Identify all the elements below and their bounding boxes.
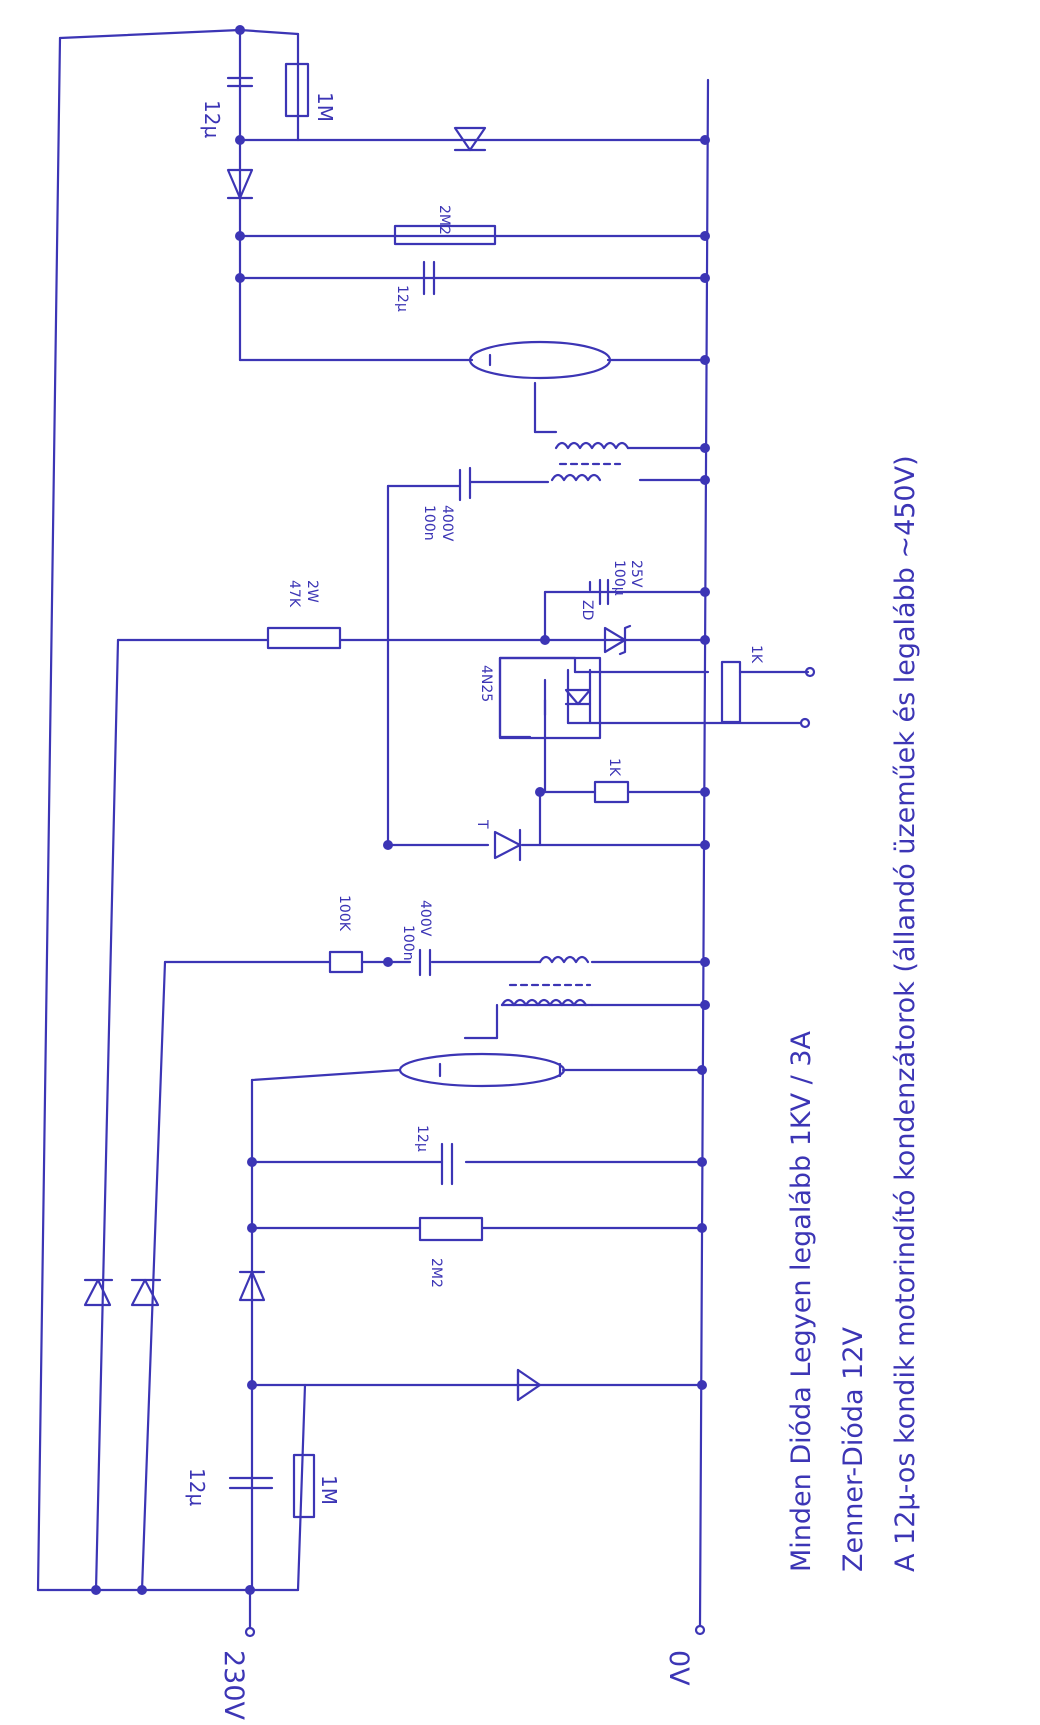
optocoupler-4n25 xyxy=(498,656,602,740)
label-1k-mid: 1K xyxy=(606,758,622,777)
lamp-bottom xyxy=(398,1052,566,1088)
terminal-control-a xyxy=(804,666,816,678)
note-line-3: A 12µ-os kondik motorindító kondenzátoro… xyxy=(890,455,921,1572)
triac xyxy=(493,828,522,862)
capacitor-100n-bottom xyxy=(418,948,432,977)
resistor-100k xyxy=(328,950,364,974)
note-line-2: Zenner-Dióda 12V xyxy=(838,1327,869,1572)
label-1m-bottom: 1M xyxy=(317,1475,341,1505)
inductor-top-lower xyxy=(550,473,602,482)
resistor-1k-mid xyxy=(593,780,630,804)
diode-bottom-left xyxy=(238,1270,266,1302)
label-cap-100n-bottom-v: 400V xyxy=(417,900,433,937)
label-2m2-top: 2M2 xyxy=(436,205,452,235)
inductor-bottom-lower xyxy=(500,998,588,1007)
resistor-top-1m xyxy=(284,62,310,118)
capacitor-12u-bottom xyxy=(228,1476,274,1490)
diode-top-right xyxy=(453,126,487,152)
diode-bottom-right xyxy=(516,1368,542,1402)
note-line-1: Minden Dióda Legyen legalább 1KV / 3A xyxy=(786,1030,817,1572)
label-opto: 4N25 xyxy=(478,665,494,702)
diode-top-left xyxy=(226,168,254,200)
lamp-top xyxy=(468,340,612,380)
label-cap-100u-v: 25V xyxy=(628,560,644,588)
label-cap-100n-top: 100n xyxy=(421,505,437,541)
label-cap-100n-bottom: 100n xyxy=(400,925,416,961)
resistor-2m2-bottom xyxy=(418,1216,484,1242)
inductor-top xyxy=(554,441,630,450)
label-47k: 47K xyxy=(286,580,302,608)
capacitor-top xyxy=(226,76,254,88)
inductor-bottom xyxy=(538,955,590,964)
label-triac: T xyxy=(474,819,490,829)
label-top-cap: 12µ xyxy=(200,100,224,138)
label-zd: ZD xyxy=(579,600,595,620)
zener-diode xyxy=(603,624,632,656)
resistor-47k xyxy=(266,626,342,650)
diode-left-b xyxy=(130,1278,162,1307)
wires xyxy=(36,28,810,1630)
terminal-230v xyxy=(244,1626,256,1638)
label-cap-100u: 100µ xyxy=(611,560,627,596)
label-cap-12u-bottom: 12µ xyxy=(185,1468,209,1506)
label-1k-right: 1K xyxy=(748,645,764,664)
resistor-2m2-top xyxy=(393,224,497,246)
diode-left-a xyxy=(83,1278,114,1307)
capacitor-100n-top xyxy=(458,466,472,502)
resistor-1m-bottom xyxy=(292,1453,316,1519)
capacitor-100u xyxy=(588,578,610,606)
junction-dots xyxy=(91,25,710,1595)
resistor-1k-right xyxy=(720,660,742,724)
label-input-230v: 230V xyxy=(218,1650,249,1721)
label-cap-100n-top-v: 400V xyxy=(439,505,455,542)
terminal-0v xyxy=(694,1624,706,1636)
opto-led xyxy=(564,688,592,706)
capacitor-12u-mid-top xyxy=(422,260,436,296)
label-100k: 100K xyxy=(336,895,352,932)
capacitor-12u-bottom-mid xyxy=(440,1142,454,1186)
label-top-res: 1M xyxy=(313,92,337,122)
label-47k-w: 2W xyxy=(304,580,320,603)
terminal-control-b xyxy=(799,717,811,729)
label-cap-12u-mid-top: 12µ xyxy=(394,285,410,312)
label-cap-12u-bottom-mid: 12µ xyxy=(414,1125,430,1152)
label-2m2-bottom: 2M2 xyxy=(428,1258,444,1288)
label-input-0v: 0V xyxy=(663,1650,694,1686)
